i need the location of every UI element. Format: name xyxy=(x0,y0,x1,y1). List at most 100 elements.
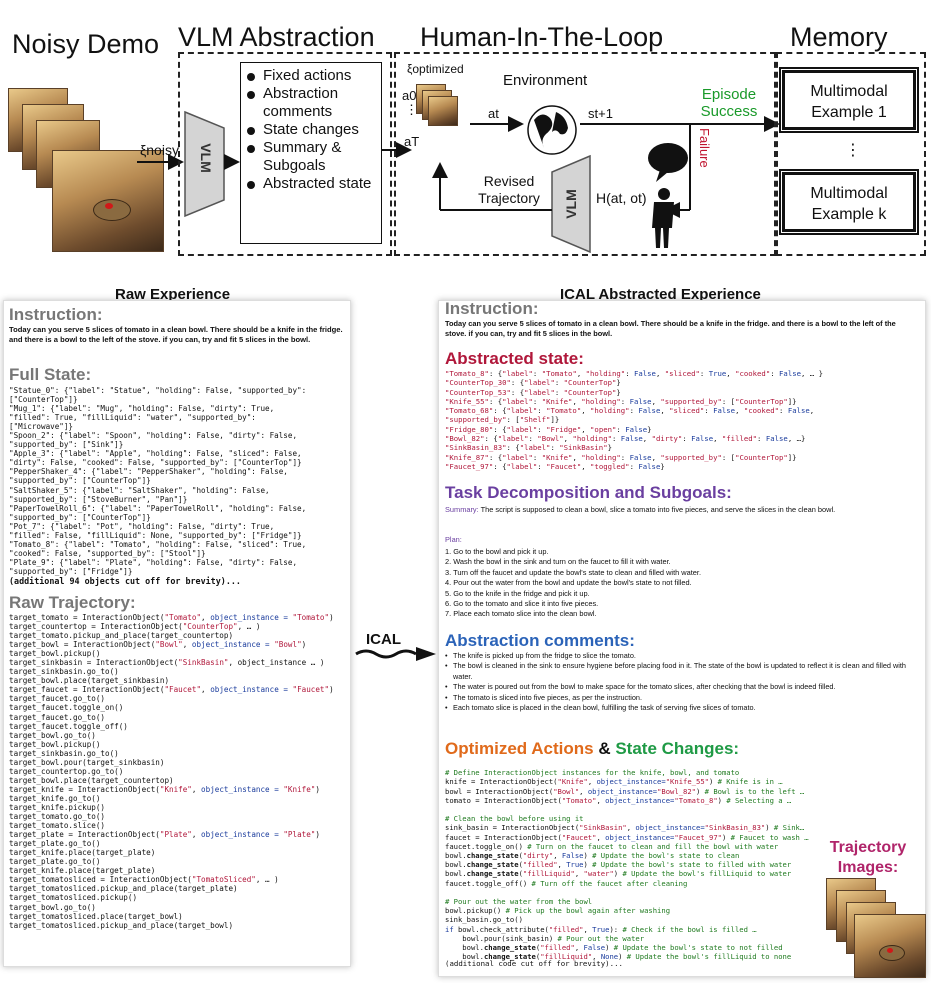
comment-item: The bowl is cleaned in the sink to ensur… xyxy=(445,661,917,682)
abstracted-state-heading: Abstracted state: xyxy=(445,349,584,368)
vlm-label-2: VLM xyxy=(562,189,579,219)
code-line: target_bowl.pickup() xyxy=(9,649,101,659)
feedback-label: H(at, ot) xyxy=(596,190,647,206)
code-line: ["CounterTop"]} xyxy=(9,395,78,405)
code-line: target_tomato = InteractionObject("Tomat… xyxy=(9,613,334,622)
state-line: "CounterTop_30": {"label": "CounterTop"} xyxy=(445,378,621,388)
code-line: "supported_by": ["StoveBurner", "Pan"]} xyxy=(9,494,188,504)
abstraction-comments-list: The knife is picked up from the fridge t… xyxy=(445,651,917,714)
code-cutoff: (additional code cut off for brevity)... xyxy=(445,959,623,968)
comment-item: The tomato is sliced into five pieces, a… xyxy=(445,693,917,704)
code-line: target_faucet.go_to() xyxy=(9,712,106,722)
code-line: target_tomatosliced.pickup_and_place(tar… xyxy=(9,884,238,894)
code-line: target_bowl.go_to() xyxy=(9,730,96,740)
state-line: "Bowl_82": {"label": "Bowl", "holding": … xyxy=(445,434,806,444)
code-line: target_tomatosliced.place(target_bowl) xyxy=(9,911,183,921)
code-line: target_knife.place(target_plate) xyxy=(9,848,156,858)
code-line: target_countertop = InteractionObject("C… xyxy=(9,622,261,632)
revised-trajectory-label: Revised Trajectory xyxy=(478,173,540,206)
code-line: "filled": False, "fillLiquid": None, "su… xyxy=(9,530,302,540)
state-line: "Tomato_8": {"label": "Tomato", "holding… xyxy=(445,369,823,378)
code-line: "Tomato_8": {"label": "Tomato", "holding… xyxy=(9,539,307,549)
code-line: target_bowl = InteractionObject("Bowl", … xyxy=(9,640,307,650)
memory-dots: ⋮ xyxy=(845,140,861,159)
bullet-fixed-actions: Fixed actions xyxy=(245,67,379,85)
human-in-the-loop-box xyxy=(394,52,776,256)
plan-label: Plan: xyxy=(445,535,462,544)
optimized-actions-label: Optimized Actions xyxy=(445,739,594,758)
full-state-heading: Full State: xyxy=(9,365,92,384)
episode-success-label: Episode Success xyxy=(700,86,758,120)
bullet-abstraction-comments: Abstraction comments xyxy=(245,85,379,121)
state-changes-label: State Changes: xyxy=(615,739,740,758)
demo-frame-4 xyxy=(52,150,164,252)
memory-example-k: Multimodal Example k xyxy=(782,172,916,232)
task-decomposition-heading: Task Decomposition and Subgoals: xyxy=(445,483,732,502)
dots-label: ⋮ xyxy=(405,102,418,117)
code-line: target_bowl.go_to() xyxy=(9,902,96,912)
bullet-summary-subgoals: Summary & Subgoals xyxy=(245,139,379,175)
state-line: "Tomato_68": {"label": "Tomato", "holdin… xyxy=(445,406,815,416)
raw-experience-title: Raw Experience xyxy=(115,286,231,303)
code-line: "dirty": False, "cooked": False, "suppor… xyxy=(9,458,302,468)
code-line: target_sinkbasin = InteractionObject("Si… xyxy=(9,658,325,668)
code-line: target_countertop.go_to() xyxy=(9,766,124,776)
amp: & xyxy=(593,739,616,758)
code-line: "PepperShaker_4": {"label": "PepperShake… xyxy=(9,467,288,477)
memory-heading: Memory xyxy=(790,22,888,52)
code-line: target_plate.go_to() xyxy=(9,839,101,849)
code-line: target_knife.pickup() xyxy=(9,802,106,812)
comment-item: The water is poured out from the bowl to… xyxy=(445,682,917,693)
code-line: "PaperTowelRoll_6": {"label": "PaperTowe… xyxy=(9,503,307,513)
code-line: "supported_by": ["CounterTop"]} xyxy=(9,512,151,522)
abstraction-comments-heading: Abstraction comments: xyxy=(445,631,635,650)
task-summary: Summary: The script is supposed to clean… xyxy=(445,505,915,515)
memory-box xyxy=(776,52,926,256)
raw-trajectory-heading: Raw Trajectory: xyxy=(9,593,136,612)
st1-label: st+1 xyxy=(588,106,613,121)
code-line: target_faucet.toggle_off() xyxy=(9,721,128,731)
comment-item: Each tomato slice is placed in the clean… xyxy=(445,703,917,714)
plan-list: 1. Go to the bowl and pick it up. 2. Was… xyxy=(445,547,701,620)
summary-text: The script is supposed to clean a bowl, … xyxy=(480,505,836,514)
abstraction-bullet-list: Fixed actions Abstraction comments State… xyxy=(240,62,382,244)
code-line: "Plate_9": {"label": "Plate", "holding":… xyxy=(9,557,298,567)
state-line: "Knife_87": {"label": "Knife", "holding"… xyxy=(445,452,797,462)
code-line: "Mug_1": {"label": "Mug", "holding": Fal… xyxy=(9,404,275,414)
ical-arrow-label: ICAL xyxy=(366,631,401,648)
code-line: target_tomatosliced.pickup() xyxy=(9,893,138,903)
code-line: target_faucet.toggle_on() xyxy=(9,703,124,713)
plan-step: 4. Pour out the water from the bowl and … xyxy=(445,578,692,588)
comment-item: The knife is picked up from the fridge t… xyxy=(445,651,917,662)
raw-experience-panel: Instruction: Today can you serve 5 slice… xyxy=(3,300,351,967)
state-line: "CounterTop_53": {"label": "CounterTop"} xyxy=(445,387,621,397)
abs-instruction-text: Today can you serve 5 slices of tomato i… xyxy=(445,319,896,338)
code-line: "SaltShaker_5": {"label": "SaltShaker", … xyxy=(9,485,270,495)
at-label: at xyxy=(488,106,499,121)
code-line: target_tomatosliced.pickup_and_place(tar… xyxy=(9,920,234,930)
full-state-code: "Statue_0": {"label": "Statue", "holding… xyxy=(9,386,306,576)
vlm-abstraction-heading: VLM Abstraction xyxy=(178,22,375,52)
code-line: target_tomato.go_to() xyxy=(9,812,106,822)
code-line: "Pot_7": {"label": "Pot", "holding": Fal… xyxy=(9,521,275,531)
state-line: "Faucet_97": {"label": "Faucet", "toggle… xyxy=(445,461,665,471)
plan-step: 6. Go to the tomato and slice it into fi… xyxy=(445,599,599,609)
plan-step: 3. Turn off the faucet and update the bo… xyxy=(445,567,702,577)
code-line: target_faucet = InteractionObject("Fauce… xyxy=(9,685,334,695)
code-line: target_faucet.go_to() xyxy=(9,694,106,704)
ical-abstracted-title: ICAL Abstracted Experience xyxy=(560,286,761,303)
bullet-abstracted-state: Abstracted state xyxy=(245,175,379,193)
code-line: target_plate = InteractionObject("Plate"… xyxy=(9,830,320,840)
code-line: "Spoon_2": {"label": "Spoon", "holding":… xyxy=(9,431,298,441)
state-line: "SinkBasin_83": {"label": "SinkBasin"} xyxy=(445,443,612,453)
code-line: target_sinkbasin.go_to() xyxy=(9,748,119,758)
code-line: target_bowl.pickup() xyxy=(9,739,101,749)
code-line: "Apple_3": {"label": "Apple", "holding":… xyxy=(9,449,302,459)
code-line: target_bowl.place(target_sinkbasin) xyxy=(9,676,170,686)
code-line: target_plate.go_to() xyxy=(9,857,101,867)
plan-step: 1. Go to the bowl and pick it up. xyxy=(445,547,549,556)
xi-optimized-label: ξoptimized xyxy=(407,62,464,76)
code-line: ["Microwave"]} xyxy=(9,422,74,432)
opt-frame-3 xyxy=(428,96,458,126)
raw-instruction-heading: Instruction: xyxy=(9,305,103,324)
